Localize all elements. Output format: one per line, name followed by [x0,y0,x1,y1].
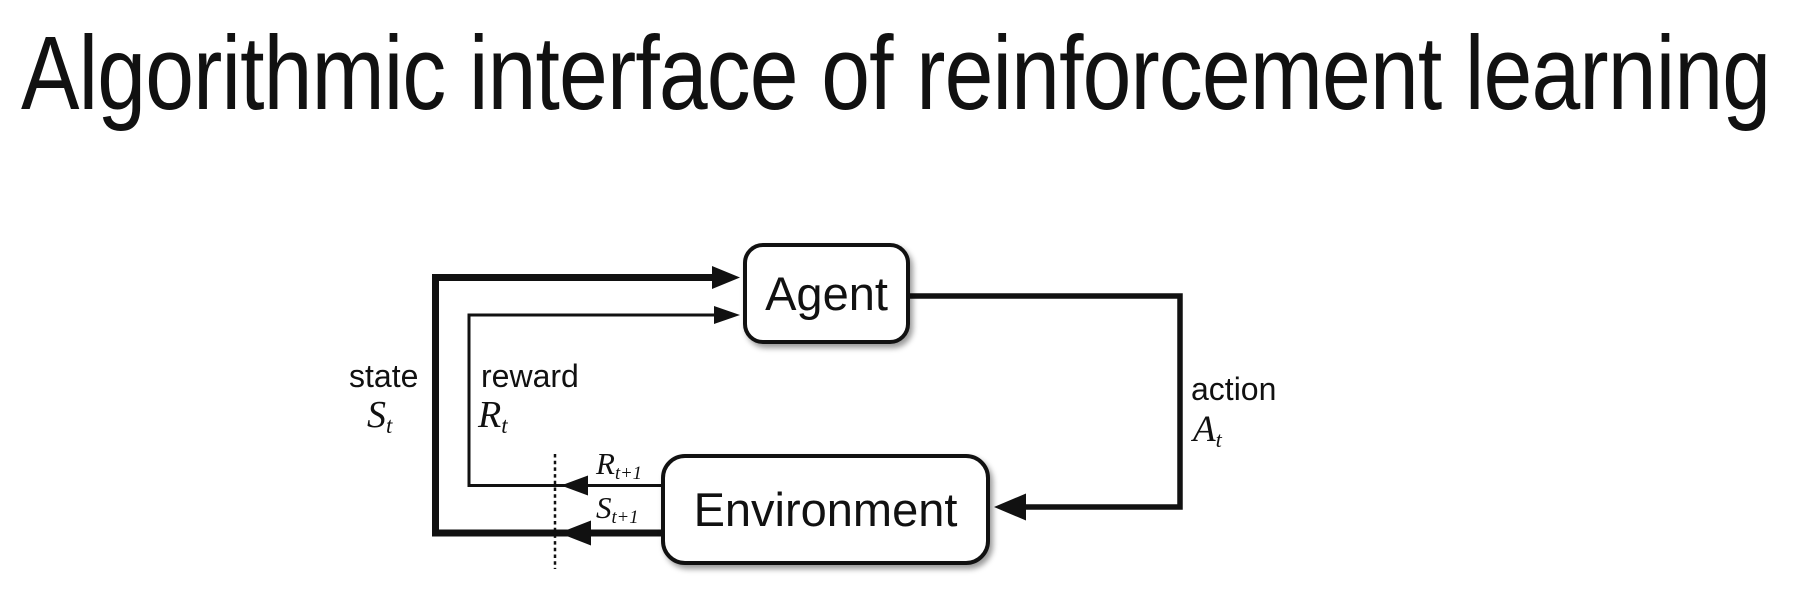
reward-symbol: Rt [478,396,508,438]
action-flow-line [908,293,1183,510]
agent-box-label: Agent [765,267,888,320]
reward-symbol-base: R [478,394,502,436]
state-symbol-base: S [367,394,386,436]
state-symbol: St [367,396,392,438]
next-state-symbol-base: S [596,490,612,525]
reward-symbol-subscript: t [501,412,508,438]
action-symbol-subscript: t [1215,426,1222,452]
reward-arrowhead-into-agent [714,306,740,324]
slide-title: Algorithmic interface of reinforcement l… [21,15,1771,132]
next-reward-symbol: Rt+1 [596,448,642,483]
environment-box-label: Environment [693,483,958,536]
next-reward-symbol-subscript: t+1 [614,462,642,484]
next-state-symbol-subscript: t+1 [611,506,639,528]
action-arrowhead-into-environment [994,493,1026,521]
reward-label: reward [481,358,579,394]
agent-box: Agent [743,243,910,344]
environment-box: Environment [661,454,990,565]
state-symbol-subscript: t [386,412,393,438]
state-arrowhead-into-agent [712,266,740,289]
state-flow-line [432,274,714,537]
reward-arrowhead-at-time-boundary [561,475,588,496]
state-label: state [349,358,419,394]
action-symbol-base: A [1193,409,1216,450]
next-reward-symbol-base: R [596,446,615,481]
action-symbol: At [1193,411,1222,451]
next-state-symbol: St+1 [596,492,639,527]
state-arrowhead-at-time-boundary [559,520,591,546]
action-label: action [1191,371,1277,407]
